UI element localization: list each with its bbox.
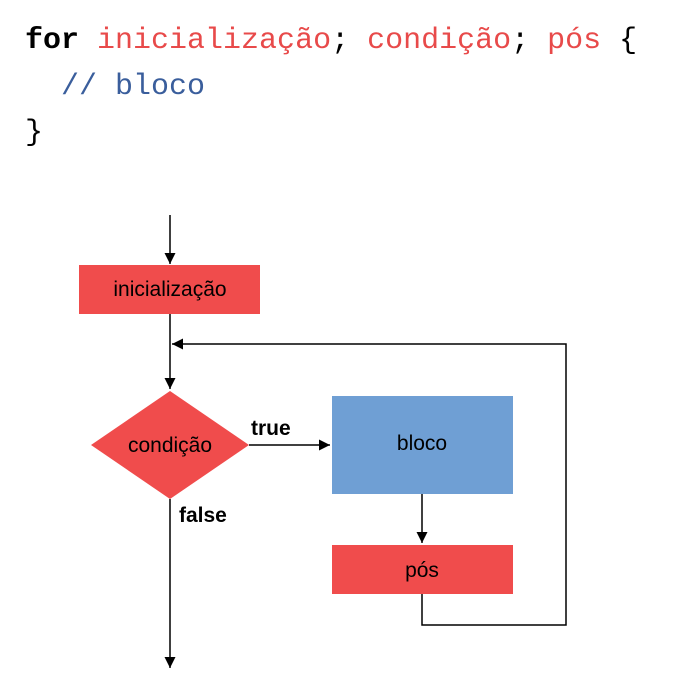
code-brace-close: } [25, 116, 44, 150]
code-separator-2: ; [511, 24, 548, 58]
true-label: true [251, 417, 291, 440]
init-label: inicialização [113, 278, 226, 301]
code-line-2: // bloco [25, 64, 637, 110]
code-condition: condição [367, 24, 512, 58]
block-label: bloco [397, 432, 447, 455]
post-box [332, 545, 513, 594]
code-separator-1: ; [331, 24, 368, 58]
false-label: false [179, 504, 227, 527]
code-line-3: } [25, 110, 637, 156]
post-label: pós [405, 559, 439, 582]
code-post: pós [547, 24, 602, 58]
code-init: inicialização [97, 24, 332, 58]
init-box [79, 265, 260, 314]
code-brace-open: { [601, 24, 638, 58]
code-comment: // bloco [61, 70, 206, 104]
loop-back-arrow [172, 338, 567, 626]
block-box [332, 396, 513, 494]
code-keyword-for: for [25, 24, 80, 58]
code-snippet: for inicialização; condição; pós { // bl… [25, 18, 637, 156]
condition-label: condição [128, 434, 212, 457]
condition-diamond [91, 391, 249, 499]
code-line-1: for inicialização; condição; pós { [25, 18, 637, 64]
